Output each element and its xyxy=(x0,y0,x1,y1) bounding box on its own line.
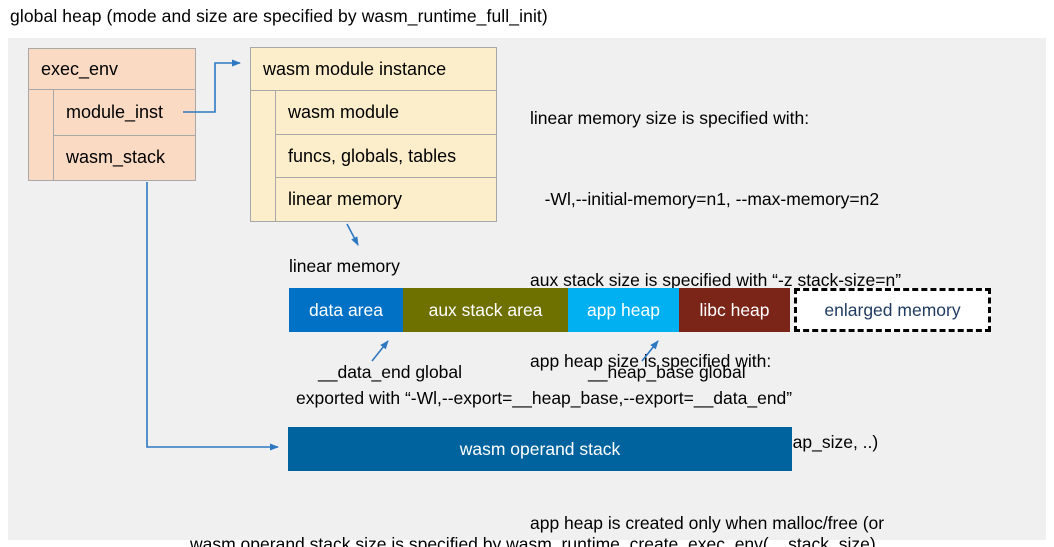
exec-env-row-module-inst: module_inst xyxy=(53,89,196,136)
segment-libc-heap: libc heap xyxy=(679,288,790,332)
heap-base-global-label: __heap_base global xyxy=(588,362,746,382)
module-instance-rows: wasm module funcs, globals, tables linea… xyxy=(275,90,497,223)
segment-data-area: data area xyxy=(289,288,403,332)
data-end-global-label: __data_end global xyxy=(318,362,463,382)
exec-env-title: exec_env xyxy=(29,49,195,90)
module-instance-box: wasm module instance wasm module funcs, … xyxy=(250,47,497,223)
exec-env-box: exec_env module_inst wasm_stack xyxy=(28,48,196,181)
module-instance-title: wasm module instance xyxy=(251,48,496,91)
diagram-title: global heap (mode and size are specified… xyxy=(10,6,548,26)
segment-enlarged-memory: enlarged memory xyxy=(794,288,991,332)
segment-app-heap: app heap xyxy=(568,288,679,332)
exported-with-label: exported with “-Wl,--export=__heap_base,… xyxy=(296,388,793,408)
note-line: wasm operand stack size is specified by … xyxy=(190,534,876,547)
note-line: -Wl,--initial-memory=n1, --max-memory=n2 xyxy=(530,189,880,209)
note-line: app heap is created only when malloc/fre… xyxy=(530,513,885,533)
linear-memory-bar: data area aux stack area app heap libc h… xyxy=(289,288,790,332)
linear-memory-label: linear memory xyxy=(289,256,400,276)
note-line: linear memory size is specified with: xyxy=(530,108,810,128)
exec-env-rows: module_inst wasm_stack xyxy=(53,89,196,181)
segment-aux-stack-area: aux stack area xyxy=(403,288,568,332)
note-line: app heap size is specified with: xyxy=(530,351,772,371)
module-instance-row-wasm-module: wasm module xyxy=(275,90,497,135)
note-line: aux stack size is specified with “-z sta… xyxy=(530,270,902,290)
exec-env-row-wasm-stack: wasm_stack xyxy=(53,134,196,181)
wasm-operand-stack-bar: wasm operand stack xyxy=(288,427,792,471)
module-instance-row-linear-memory: linear memory xyxy=(275,177,497,223)
module-instance-row-funcs-globals-tables: funcs, globals, tables xyxy=(275,133,497,179)
notes-bottom: wasm operand stack size is specified by … xyxy=(190,479,876,547)
